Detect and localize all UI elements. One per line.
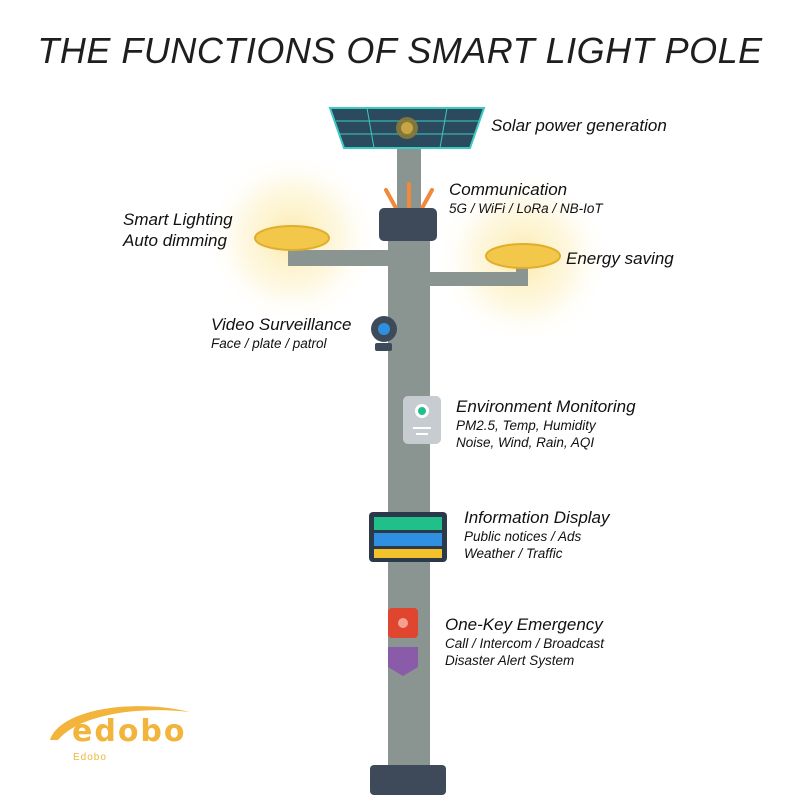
- emergency-button-icon: [388, 608, 418, 638]
- pole-base: [370, 765, 446, 795]
- left-lamp: [254, 225, 330, 251]
- smart-lighting-label: Smart Lighting Auto dimming: [123, 210, 233, 250]
- energy-saving-label: Energy saving: [566, 249, 674, 268]
- page-title: THE FUNCTIONS OF SMART LIGHT POLE: [37, 30, 763, 71]
- disaster-alert-icon: [388, 647, 418, 676]
- left-arm: [288, 250, 388, 266]
- information-display-icon: [369, 512, 447, 562]
- solar-label: Solar power generation: [491, 116, 667, 135]
- environment-sensor-icon: [403, 396, 441, 444]
- logo-swoosh-icon: [50, 706, 190, 740]
- environment-monitoring-label: Environment Monitoring PM2.5, Temp, Humi…: [456, 397, 636, 450]
- edobo-logo: edobo Edobo: [40, 700, 210, 770]
- solar-panel-icon: [328, 107, 486, 149]
- pole-shaft: [388, 235, 430, 775]
- camera-icon: [371, 316, 397, 351]
- right-arm: [430, 272, 528, 286]
- logo-subtext: Edobo: [73, 752, 107, 763]
- information-display-label: Information Display Public notices / Ads…: [464, 508, 610, 561]
- one-key-emergency-label: One-Key Emergency Call / Intercom / Broa…: [445, 615, 605, 668]
- antenna-icon: [384, 182, 434, 212]
- communication-label: Communication 5G / WiFi / LoRa / NB-IoT: [449, 180, 603, 216]
- right-lamp: [485, 243, 561, 269]
- communication-box: [379, 208, 437, 241]
- logo-wordmark: edobo: [72, 714, 187, 749]
- video-surveillance-label: Video Surveillance Face / plate / patrol: [211, 315, 352, 351]
